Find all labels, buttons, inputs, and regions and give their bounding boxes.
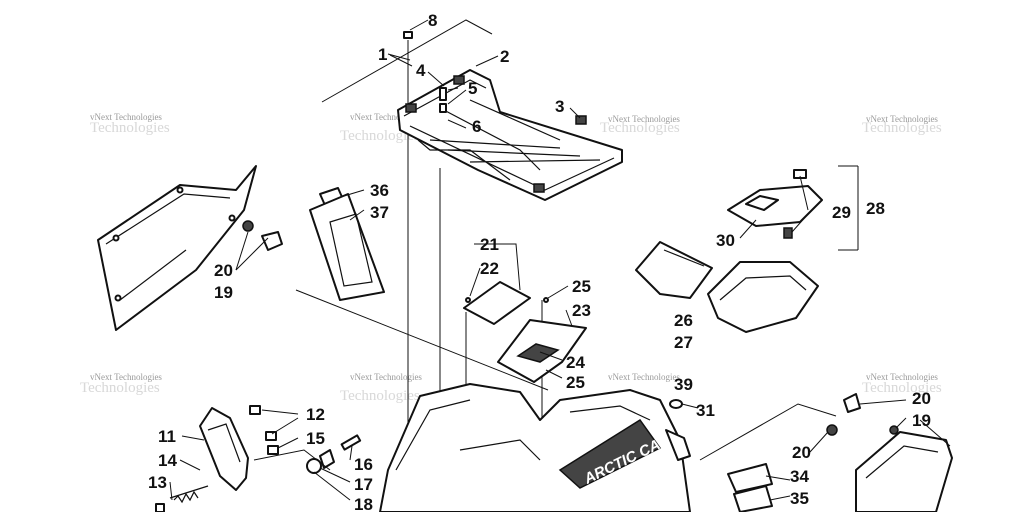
storage-box-lid <box>727 165 859 251</box>
callout-18: 18 <box>354 495 373 512</box>
callout-21: 21 <box>480 235 499 254</box>
callout-20-right: 20 <box>912 389 931 408</box>
callout-2: 2 <box>500 47 509 66</box>
callout-20-left: 20 <box>214 261 233 280</box>
callout-17: 17 <box>354 475 373 494</box>
watermark: Technologies <box>80 380 160 396</box>
callout-13: 13 <box>148 473 167 492</box>
callout-25-bottom: 25 <box>566 373 585 392</box>
callout-28: 28 <box>866 199 885 218</box>
callout-34: 34 <box>790 467 809 486</box>
callout-24: 24 <box>566 353 585 372</box>
callout-35: 35 <box>790 489 809 508</box>
callout-25-top: 25 <box>572 277 591 296</box>
fender-hardware-31 <box>669 399 683 409</box>
watermark: vNext Technologies <box>608 372 680 382</box>
callout-30: 30 <box>716 231 735 250</box>
callout-20-center: 20 <box>792 443 811 462</box>
watermark: Technologies <box>340 128 420 144</box>
left-lower-panel <box>155 405 362 512</box>
rack-hardware <box>403 31 459 113</box>
callout-31: 31 <box>696 401 715 420</box>
callout-19-left: 19 <box>214 283 233 302</box>
callout-labels: 1 2 3 4 5 6 8 11 12 13 14 15 16 17 18 19… <box>148 11 931 512</box>
tail-light-cover <box>497 297 587 383</box>
grommet-left <box>242 220 283 251</box>
callout-37: 37 <box>370 203 389 222</box>
watermark: vNext Technologies <box>350 112 422 122</box>
callout-14: 14 <box>158 451 177 470</box>
watermark: vNext Technologies <box>90 112 162 122</box>
watermark: vNext Technologies <box>866 372 938 382</box>
watermark: Technologies <box>862 380 942 396</box>
callout-11: 11 <box>158 427 176 446</box>
callout-12: 12 <box>306 405 325 424</box>
callout-1: 1 <box>378 45 387 64</box>
callout-27: 27 <box>674 333 693 352</box>
rear-fender: ARCTIC CAT <box>379 383 691 512</box>
callout-26: 26 <box>674 311 693 330</box>
callout-19-right: 19 <box>912 411 931 430</box>
callout-3: 3 <box>555 97 564 116</box>
callout-22: 22 <box>480 259 499 278</box>
watermark: vNext Technologies <box>90 372 162 382</box>
rack-pad <box>463 281 531 325</box>
watermark: vNext Technologies <box>608 114 680 124</box>
watermark: Technologies <box>862 120 942 136</box>
watermarks: Technologies vNext Technologies Technolo… <box>80 112 942 404</box>
decal-36-37 <box>309 187 385 301</box>
callout-15: 15 <box>306 429 325 448</box>
callout-6: 6 <box>472 117 481 136</box>
watermark: Technologies <box>90 120 170 136</box>
callout-4: 4 <box>416 61 426 80</box>
rear-rack <box>397 69 623 201</box>
callout-29: 29 <box>832 203 851 222</box>
watermark: Technologies <box>600 120 680 136</box>
callout-8: 8 <box>428 11 437 30</box>
decal-34-35 <box>727 463 773 512</box>
callout-16: 16 <box>354 455 373 474</box>
callout-23: 23 <box>572 301 591 320</box>
leader-lines <box>169 19 951 501</box>
callout-36: 36 <box>370 181 389 200</box>
callout-5: 5 <box>468 79 477 98</box>
watermark: Technologies <box>340 388 420 404</box>
watermark: vNext Technologies <box>866 114 938 124</box>
watermark: vNext Technologies <box>350 372 422 382</box>
callout-39: 39 <box>674 375 693 394</box>
storage-tray <box>635 241 819 333</box>
right-side-panel <box>699 393 953 512</box>
left-side-panel <box>97 165 257 331</box>
